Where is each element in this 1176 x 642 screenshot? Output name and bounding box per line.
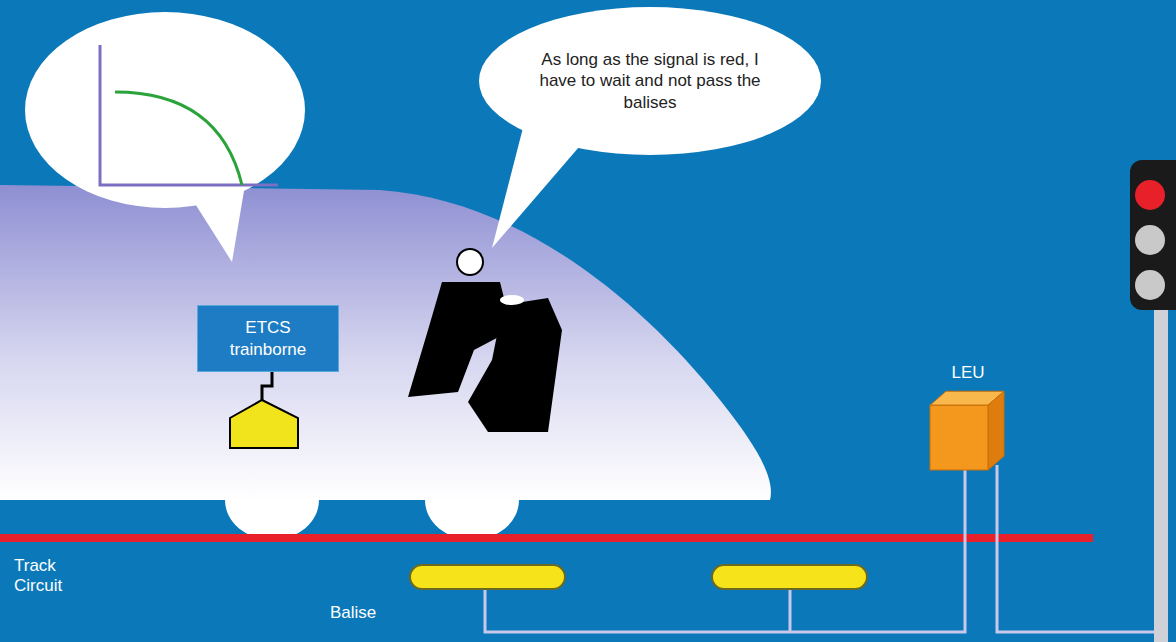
driver-console: [468, 298, 562, 432]
thought-bubble: [25, 12, 305, 208]
antenna-cable: [262, 372, 272, 402]
signal-light: [1135, 225, 1165, 255]
speech-text: As long as the signal is red, I have to …: [533, 49, 768, 113]
graph-axes: [100, 45, 278, 185]
cube-side: [988, 391, 1004, 470]
speech-bubble-outline: [479, 7, 821, 155]
signal-light-red: [1135, 180, 1165, 210]
balise-wire: [485, 470, 965, 632]
steering-wheel: [500, 295, 524, 305]
track-rail: [0, 534, 1093, 542]
speech-bubble: As long as the signal is red, I have to …: [478, 6, 822, 156]
cube-front: [930, 405, 988, 470]
balise: [712, 565, 867, 589]
signal-wire: [997, 465, 1160, 632]
unit-box: ETCS trainborne: [197, 305, 339, 372]
driver-head: [457, 249, 483, 275]
signal-head: [1130, 160, 1176, 310]
balise: [410, 565, 565, 589]
braking-curve: [115, 92, 242, 185]
balise-wire: [789, 588, 792, 632]
balise-label: Balise: [330, 603, 376, 623]
track-label: Track Circuit: [14, 556, 94, 597]
unit-label: ETCS trainborne: [218, 317, 318, 360]
unit-label: LEU: [951, 362, 984, 383]
antenna: [230, 400, 298, 448]
leu-cube: LEU: [918, 362, 1018, 472]
signal-light: [1135, 270, 1165, 300]
train-body: [0, 185, 771, 500]
signal-post: [1154, 300, 1168, 642]
